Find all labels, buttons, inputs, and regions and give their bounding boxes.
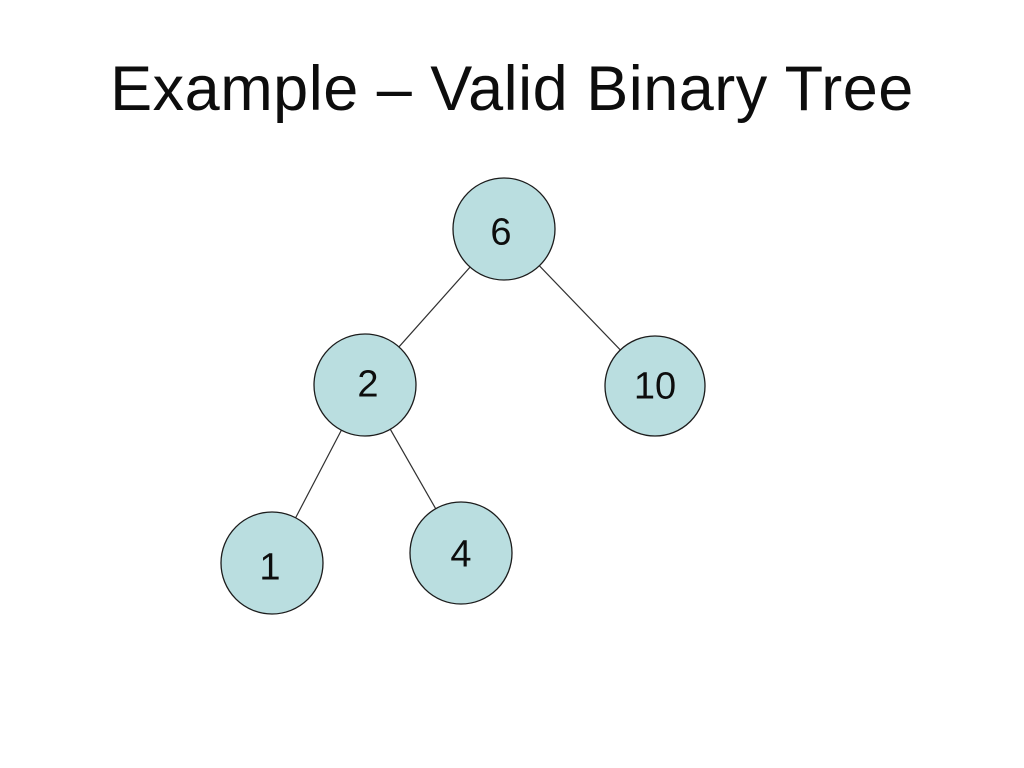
- tree-node: 10: [604, 335, 706, 437]
- tree-node: 6: [452, 177, 556, 281]
- node-circle: [220, 511, 324, 615]
- node-label: 4: [450, 533, 471, 575]
- tree-node: 4: [409, 501, 513, 605]
- node-circle: [452, 177, 556, 281]
- node-circle: [604, 335, 706, 437]
- node-label: 6: [490, 211, 511, 253]
- node-circle: [409, 501, 513, 605]
- node-label: 10: [634, 365, 676, 407]
- node-label: 1: [259, 546, 280, 588]
- slide-title: Example – Valid Binary Tree: [110, 54, 914, 124]
- node-circle: [313, 333, 417, 437]
- node-label: 2: [357, 363, 378, 405]
- tree-node: 1: [220, 511, 324, 615]
- tree-node: 2: [313, 333, 417, 437]
